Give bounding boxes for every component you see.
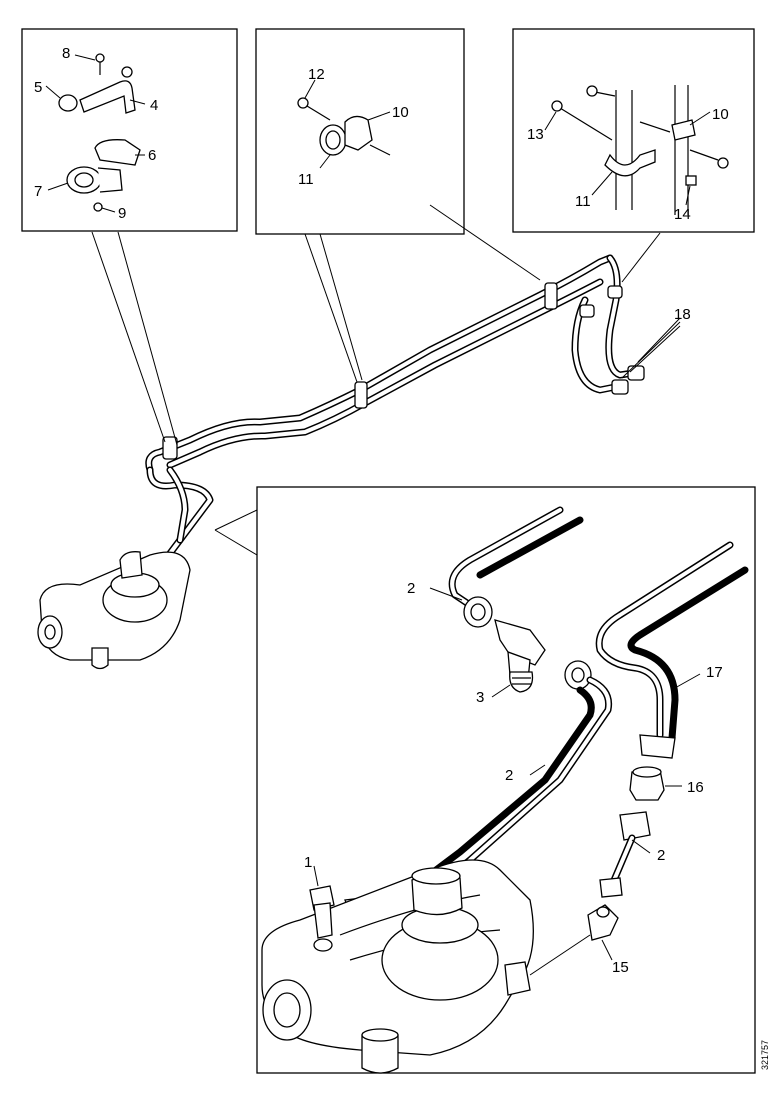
- detail-box-clamp-b: 12 10 11: [255, 28, 465, 383]
- label-13: 13: [527, 126, 544, 143]
- detail-box-clamp-a: 8 5 4 6 7 9: [21, 28, 238, 446]
- label-11a: 11: [298, 171, 314, 188]
- overview-valve: [37, 551, 191, 670]
- label-10b: 10: [712, 106, 729, 123]
- label-12: 12: [308, 66, 325, 83]
- overview-pipe-route: [81, 254, 645, 604]
- label-18: 18: [674, 306, 691, 323]
- overview-label-18-group: 18: [621, 306, 691, 379]
- label-2b: 2: [505, 767, 513, 784]
- label-5: 5: [34, 79, 42, 96]
- label-7: 7: [34, 183, 42, 200]
- label-6: 6: [148, 147, 156, 164]
- drawing-reference: 321757: [760, 1040, 770, 1070]
- label-2a: 2: [407, 580, 415, 597]
- label-14: 14: [674, 206, 691, 223]
- label-9: 9: [118, 205, 126, 222]
- label-3: 3: [476, 689, 484, 706]
- label-11b: 11: [575, 193, 591, 210]
- label-8: 8: [62, 45, 70, 62]
- label-17: 17: [706, 664, 723, 681]
- detail-box-clamp-c: 13 10 11 14: [429, 28, 755, 283]
- label-16: 16: [687, 779, 704, 796]
- label-4: 4: [150, 97, 158, 114]
- label-15: 15: [612, 959, 629, 976]
- detail-box-valve: 2 3 17 2 16 2 1 15: [214, 486, 756, 1074]
- label-2c: 2: [657, 847, 665, 864]
- label-10a: 10: [392, 104, 409, 121]
- label-1: 1: [304, 854, 312, 871]
